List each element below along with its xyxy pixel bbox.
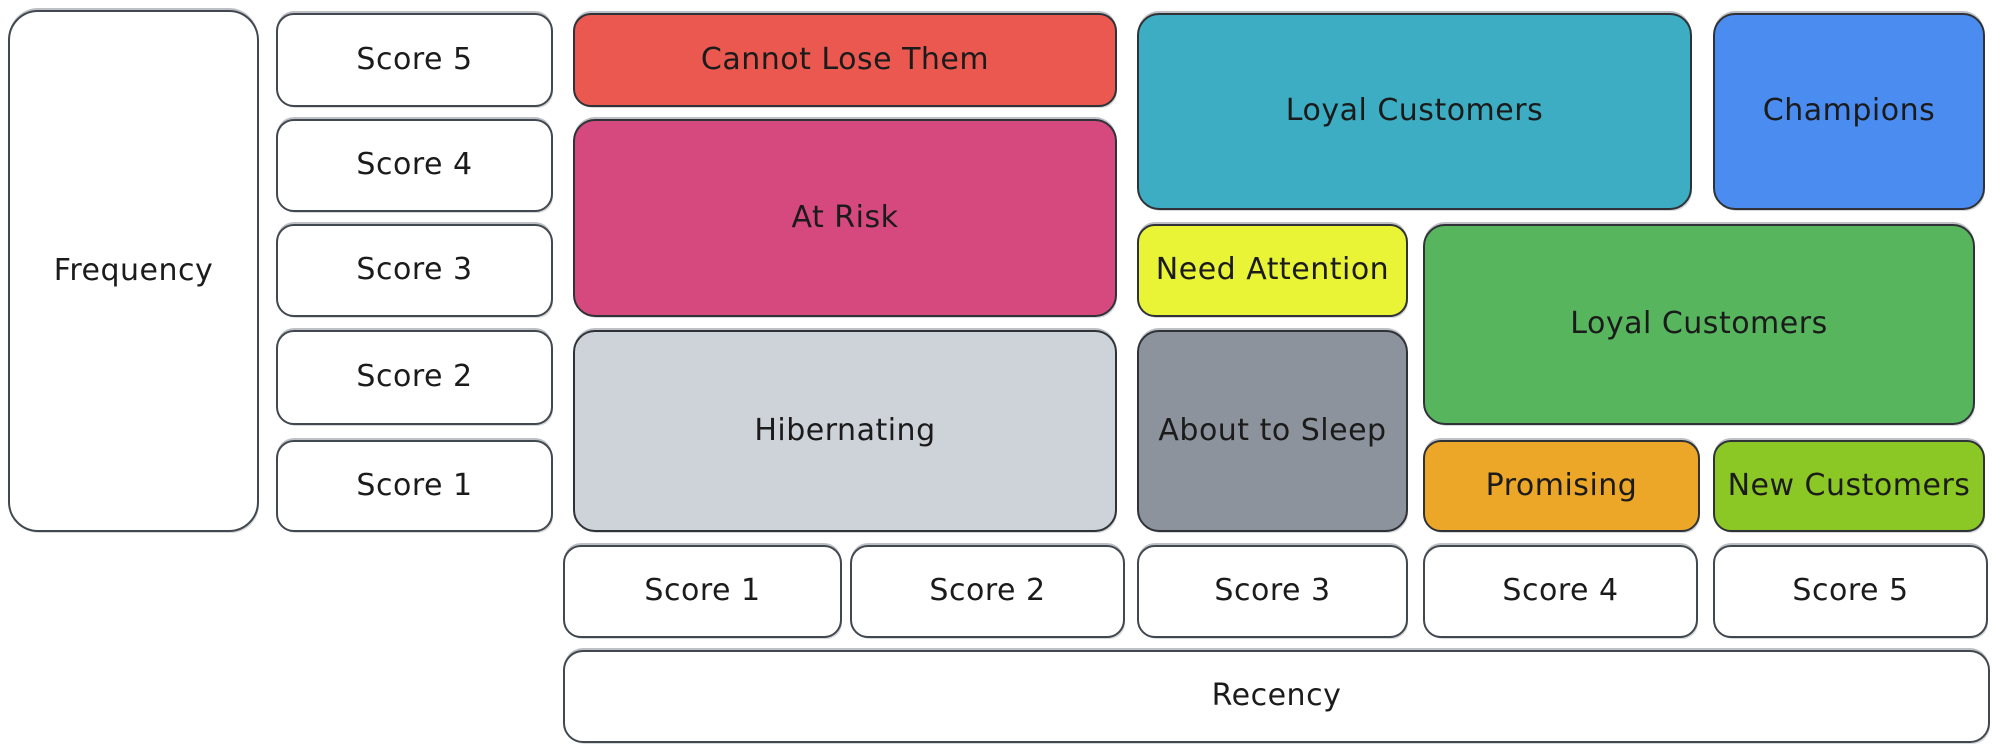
recency-score-2: Score 2	[850, 545, 1125, 638]
frequency-axis-label-box: Frequency	[8, 10, 259, 532]
recency-score-1: Score 1	[563, 545, 842, 638]
segment-new-customers: New Customers	[1713, 440, 1985, 532]
segment-loyal-customers-top: Loyal Customers	[1137, 13, 1692, 210]
recency-axis-label-box: Recency	[563, 650, 1990, 743]
segment-need-attention: Need Attention	[1137, 224, 1408, 317]
frequency-score-5: Score 5	[276, 13, 553, 107]
segment-hibernating: Hibernating	[573, 330, 1117, 532]
recency-score-3: Score 3	[1137, 545, 1408, 638]
segment-cannot-lose-them: Cannot Lose Them	[573, 13, 1117, 107]
frequency-score-3: Score 3	[276, 224, 553, 317]
frequency-score-4: Score 4	[276, 119, 553, 212]
segment-at-risk: At Risk	[573, 119, 1117, 317]
segment-promising: Promising	[1423, 440, 1700, 532]
segment-loyal-customers-mid: Loyal Customers	[1423, 224, 1975, 425]
recency-score-5: Score 5	[1713, 545, 1988, 638]
frequency-score-2: Score 2	[276, 330, 553, 425]
segment-champions: Champions	[1713, 13, 1985, 210]
segment-about-to-sleep: About to Sleep	[1137, 330, 1408, 532]
frequency-score-1: Score 1	[276, 440, 553, 532]
recency-score-4: Score 4	[1423, 545, 1698, 638]
